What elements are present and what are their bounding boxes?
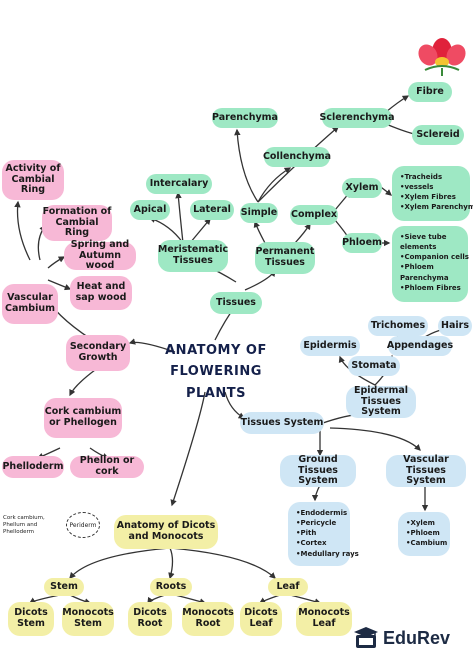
node-epidermal: Epidermal Tissues System	[346, 385, 416, 418]
phloem-item: •Phloem	[400, 263, 434, 272]
node-hairs: Hairs	[438, 316, 472, 336]
node-secondary-growth: Secondary Growth	[66, 335, 130, 371]
phloem-item: elements	[400, 243, 437, 252]
node-stomata: Stomata	[348, 356, 400, 376]
ground-item: •Endodermis	[296, 509, 348, 517]
node-permanent: Permanent Tissues	[255, 242, 315, 274]
phloem-item: Parenchyma	[400, 273, 449, 282]
node-activity-cambial-ring: Activity of Cambial Ring	[2, 160, 64, 200]
ground-item: •Cortex	[296, 539, 327, 548]
edurev-logo[interactable]: EduRev	[353, 626, 450, 650]
node-dicots-stem: Dicots Stem	[8, 602, 54, 636]
ground-item: •Pericycle	[296, 519, 337, 528]
node-monocots-stem: Monocots Stem	[62, 602, 114, 636]
node-stem: Stem	[44, 578, 84, 596]
node-lateral: Lateral	[190, 200, 234, 220]
periderm-circle: Periderm	[66, 512, 100, 538]
node-trichomes: Trichomes	[368, 316, 428, 336]
node-spring-autumn: Spring and Autumn wood	[64, 239, 136, 271]
vascular-item: •Phloem	[406, 529, 440, 538]
node-dicots-root: Dicots Root	[128, 602, 172, 636]
xylem-item: •vessels	[400, 183, 434, 192]
node-tissues: Tissues	[210, 292, 262, 314]
node-dicots-leaf: Dicots Leaf	[240, 602, 282, 636]
diagram-title: ANATOMY OF FLOWERING PLANTS	[150, 340, 282, 404]
phloem-item: •Phloem Fibres	[400, 283, 461, 292]
node-sclerenchyma: Sclerenchyma	[320, 108, 394, 128]
title-line-2: FLOWERING PLANTS	[170, 364, 262, 401]
xylem-item: •Xylem Fibres	[400, 193, 456, 202]
periderm-note: Cork cambium, Phellum and Phelloderm	[3, 515, 45, 536]
node-simple: Simple	[240, 203, 278, 223]
graduation-cap-icon	[354, 627, 378, 648]
xylem-item: •Xylem Parenchyma	[400, 203, 473, 212]
node-epidermis: Epidermis	[300, 336, 360, 356]
node-phelloderm: Phelloderm	[2, 456, 64, 478]
brand-name: EduRev	[383, 627, 451, 648]
phloem-list: •Sieve tube elements •Companion cells •P…	[392, 226, 469, 302]
node-fibre: Fibre	[408, 82, 452, 102]
node-appendages: Appendages	[387, 336, 453, 356]
node-tissues-system: Tissues System	[240, 412, 324, 434]
flower-icon	[418, 38, 466, 76]
node-monocots-leaf: Monocots Leaf	[296, 602, 352, 636]
vascular-item: •Cambium	[406, 539, 448, 548]
node-roots: Roots	[150, 578, 192, 596]
title-line-1: ANATOMY OF	[165, 343, 267, 358]
node-complex: Complex	[290, 205, 338, 225]
node-parenchyma: Parenchyma	[212, 108, 278, 128]
ground-item: •Pith	[296, 529, 317, 538]
phloem-item: •Sieve tube	[400, 233, 447, 241]
node-xylem: Xylem	[342, 178, 382, 198]
xylem-item: •Tracheids	[400, 173, 443, 181]
node-phloem: Phloem	[342, 233, 382, 253]
node-ground: Ground Tissues System	[280, 454, 356, 487]
vascular-list: •Xylem •Phloem •Cambium	[398, 512, 450, 556]
node-apical: Apical	[130, 200, 170, 220]
ground-list: •Endodermis •Pericycle •Pith •Cortex •Me…	[288, 502, 359, 566]
node-collenchyma: Collenchyma	[263, 147, 331, 167]
node-formation-cambial-ring: Formation of Cambial Ring	[42, 205, 112, 241]
node-cork-cambium: Cork cambium or Phellogen	[44, 398, 122, 438]
node-meristematic: Meristematic Tissues	[158, 240, 228, 272]
phloem-item: •Companion cells	[400, 253, 469, 262]
node-heat-sap: Heat and sap wood	[70, 276, 132, 310]
node-leaf: Leaf	[268, 578, 308, 596]
xylem-list: •Tracheids •vessels •Xylem Fibres •Xylem…	[392, 166, 473, 221]
node-monocots-root: Monocots Root	[182, 602, 234, 636]
ground-item: •Medullary rays	[296, 549, 359, 558]
node-vascular-cambium: Vascular Cambium	[2, 284, 58, 324]
node-vascular-system: Vascular Tissues System	[386, 454, 466, 487]
vascular-item: •Xylem	[406, 519, 435, 527]
node-sclereid: Sclereid	[412, 125, 464, 145]
node-phellon: Phellon or cork	[70, 455, 144, 478]
node-anatomy-dicots-monocots: Anatomy of Dicots and Monocots	[114, 515, 218, 549]
node-intercalary: Intercalary	[146, 174, 212, 194]
